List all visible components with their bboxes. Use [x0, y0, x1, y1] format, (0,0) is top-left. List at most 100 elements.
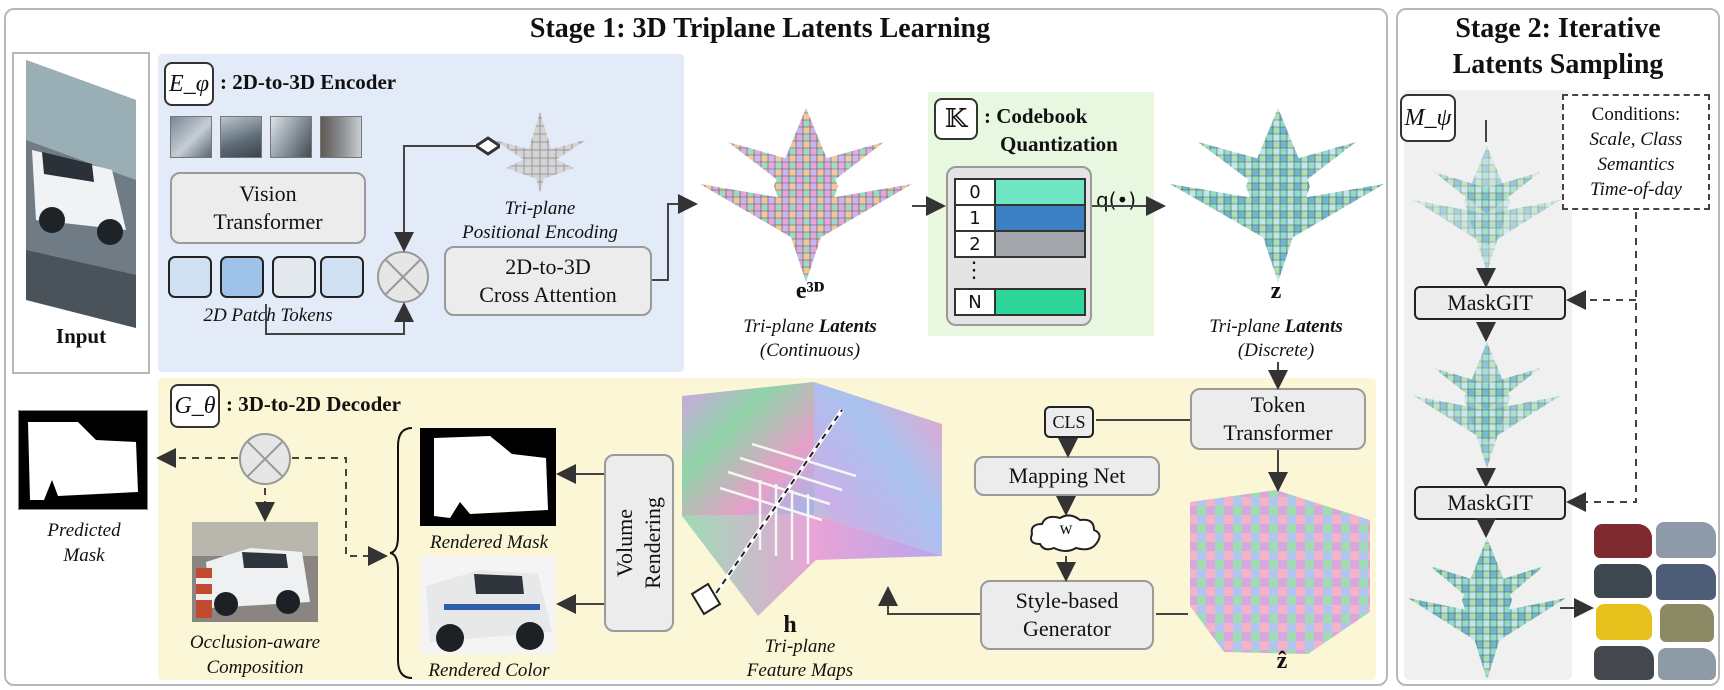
feature-map-line2: Feature Maps — [746, 660, 854, 681]
zhat-triplane — [1190, 490, 1370, 654]
sampled-car-7 — [1594, 646, 1654, 680]
occlusion-line2: Composition — [206, 657, 304, 678]
codebook-symbol: 𝕂 — [934, 98, 978, 140]
continuous-line1: Tri-plane Latents — [700, 314, 920, 339]
token-transformer-line1: Token — [1250, 392, 1306, 417]
continuous-symbol: e³ᴰ — [795, 278, 825, 304]
codebook-row-n: N — [954, 288, 1086, 316]
cross-attention-line1: 2D-to-3D — [505, 254, 591, 279]
rendered-color-label: Rendered Color — [428, 660, 550, 681]
cls-token: CLS — [1044, 406, 1094, 438]
input-image — [26, 60, 136, 328]
quantize-label: q(•) — [1096, 188, 1137, 212]
patch-tokens-label: 2D Patch Tokens — [203, 305, 333, 326]
encoder-symbol-text: E_φ — [169, 70, 209, 97]
discrete-line1-b: Latents — [1284, 316, 1343, 337]
image-patch-1 — [170, 116, 212, 158]
codebook-row-1: 1 — [954, 204, 1086, 232]
maskgit-2-box: MaskGIT — [1414, 486, 1566, 520]
codebook-row-2: 2 — [954, 230, 1086, 258]
feature-map-line1: Tri-plane — [764, 636, 836, 657]
continuous-line1-a: Tri-plane — [743, 316, 819, 337]
image-patch-2 — [220, 116, 262, 158]
rendered-mask-label: Rendered Mask — [430, 532, 548, 553]
image-patch-4 — [320, 116, 362, 158]
codebook-row-0-bar — [996, 180, 1084, 204]
w-label: w — [1059, 518, 1073, 538]
decoder-combine-icon — [238, 432, 292, 486]
codebook-row-n-label: N — [956, 290, 996, 314]
decoder-title: : 3D-to-2D Decoder — [226, 392, 401, 416]
rendered-color-image — [420, 556, 556, 654]
volume-rendering-line2: Rendering — [640, 497, 665, 589]
maskgit-1-box: MaskGIT — [1414, 286, 1566, 320]
stage1-title: Stage 1: 3D Triplane Latents Learning — [529, 13, 991, 44]
encoder-symbol: E_φ — [164, 62, 214, 106]
decoder-symbol-text: G_θ — [174, 392, 216, 419]
stage1-panel — [4, 8, 1388, 686]
encoder-title: : 2D-to-3D Encoder — [220, 70, 397, 94]
sampled-car-1 — [1594, 524, 1652, 558]
discrete-symbol: z — [1270, 278, 1282, 304]
conditions-line3: Time-of-day — [1590, 179, 1682, 200]
predicted-mask-line2: Mask — [63, 545, 105, 566]
triplane-latents-continuous — [700, 108, 912, 282]
conditions-line2: Semantics — [1597, 154, 1675, 175]
cross-attention-line2: Cross Attention — [479, 282, 617, 307]
conditions-title: Conditions: — [1591, 104, 1681, 125]
feature-map-symbol: h — [783, 612, 797, 638]
patch-token-4 — [320, 256, 364, 298]
sampling-triplane-2 — [1414, 342, 1560, 468]
decoder-symbol: G_θ — [170, 384, 220, 428]
volume-rendering-box: Volume Rendering — [604, 454, 674, 632]
codebook-row-n-bar — [996, 290, 1084, 314]
rendered-mask-image — [420, 428, 556, 526]
codebook-table: 0 1 2 ⋮ N — [946, 166, 1092, 326]
codebook-symbol-text: 𝕂 — [944, 104, 968, 133]
w-cloud-icon — [1030, 514, 1101, 552]
volume-rendering-text: Volume Rendering — [611, 497, 667, 589]
style-generator-line1: Style-based — [1015, 588, 1119, 613]
predicted-mask-image — [18, 410, 148, 510]
patch-token-1 — [168, 256, 212, 298]
style-generator-box: Style-based Generator — [980, 580, 1154, 650]
codebook-title-line2: Quantization — [1000, 132, 1118, 156]
occlusion-line1: Occlusion-aware — [189, 632, 321, 653]
discrete-line1-a: Tri-plane — [1209, 316, 1285, 337]
token-transformer-line2: Transformer — [1223, 420, 1333, 445]
patch-token-3 — [272, 256, 316, 298]
continuous-line2: (Continuous) — [759, 340, 861, 361]
codebook-row-1-bar — [996, 206, 1084, 230]
volume-rendering-line1: Volume — [612, 508, 637, 578]
sampled-car-6 — [1660, 604, 1714, 642]
conditions-line1: Scale, Class — [1589, 129, 1683, 150]
sampled-car-2 — [1656, 522, 1716, 558]
stage2-title-line1: Stage 2: Iterative — [1455, 13, 1661, 44]
style-generator-line2: Generator — [1023, 616, 1111, 641]
pos-enc-line1: Tri-plane — [504, 198, 576, 219]
cross-attention-box: 2D-to-3D Cross Attention — [444, 246, 652, 316]
occlusion-composition-image — [192, 522, 318, 622]
codebook-row-0-label: 0 — [956, 180, 996, 204]
codebook-row-2-label: 2 — [956, 232, 996, 256]
zhat-symbol: ẑ — [1276, 648, 1288, 674]
patch-token-2 — [220, 256, 264, 298]
sampled-car-4 — [1656, 564, 1716, 600]
vision-transformer-line2: Transformer — [213, 209, 323, 234]
positional-encoding-grid — [494, 112, 586, 192]
sampling-triplane-1 — [1414, 146, 1560, 272]
triplane-feature-maps — [682, 382, 942, 616]
encoder-combine-icon — [376, 250, 430, 304]
codebook-row-0: 0 — [954, 178, 1086, 206]
sampled-car-5 — [1596, 604, 1652, 640]
conditions-box: Conditions: Scale, Class Semantics Time-… — [1562, 94, 1710, 210]
sampling-symbol-text: M_ψ — [1404, 104, 1452, 131]
discrete-line1: Tri-plane Latents — [1166, 314, 1386, 339]
image-patch-3 — [270, 116, 312, 158]
vision-transformer-box: Vision Transformer — [170, 172, 366, 244]
vision-transformer-line1: Vision — [239, 181, 297, 206]
sampling-triplane-3 — [1408, 538, 1566, 680]
sampling-symbol: M_ψ — [1400, 94, 1456, 142]
stage2-title-line2: Latents Sampling — [1452, 49, 1664, 80]
continuous-line1-b: Latents — [818, 316, 877, 337]
